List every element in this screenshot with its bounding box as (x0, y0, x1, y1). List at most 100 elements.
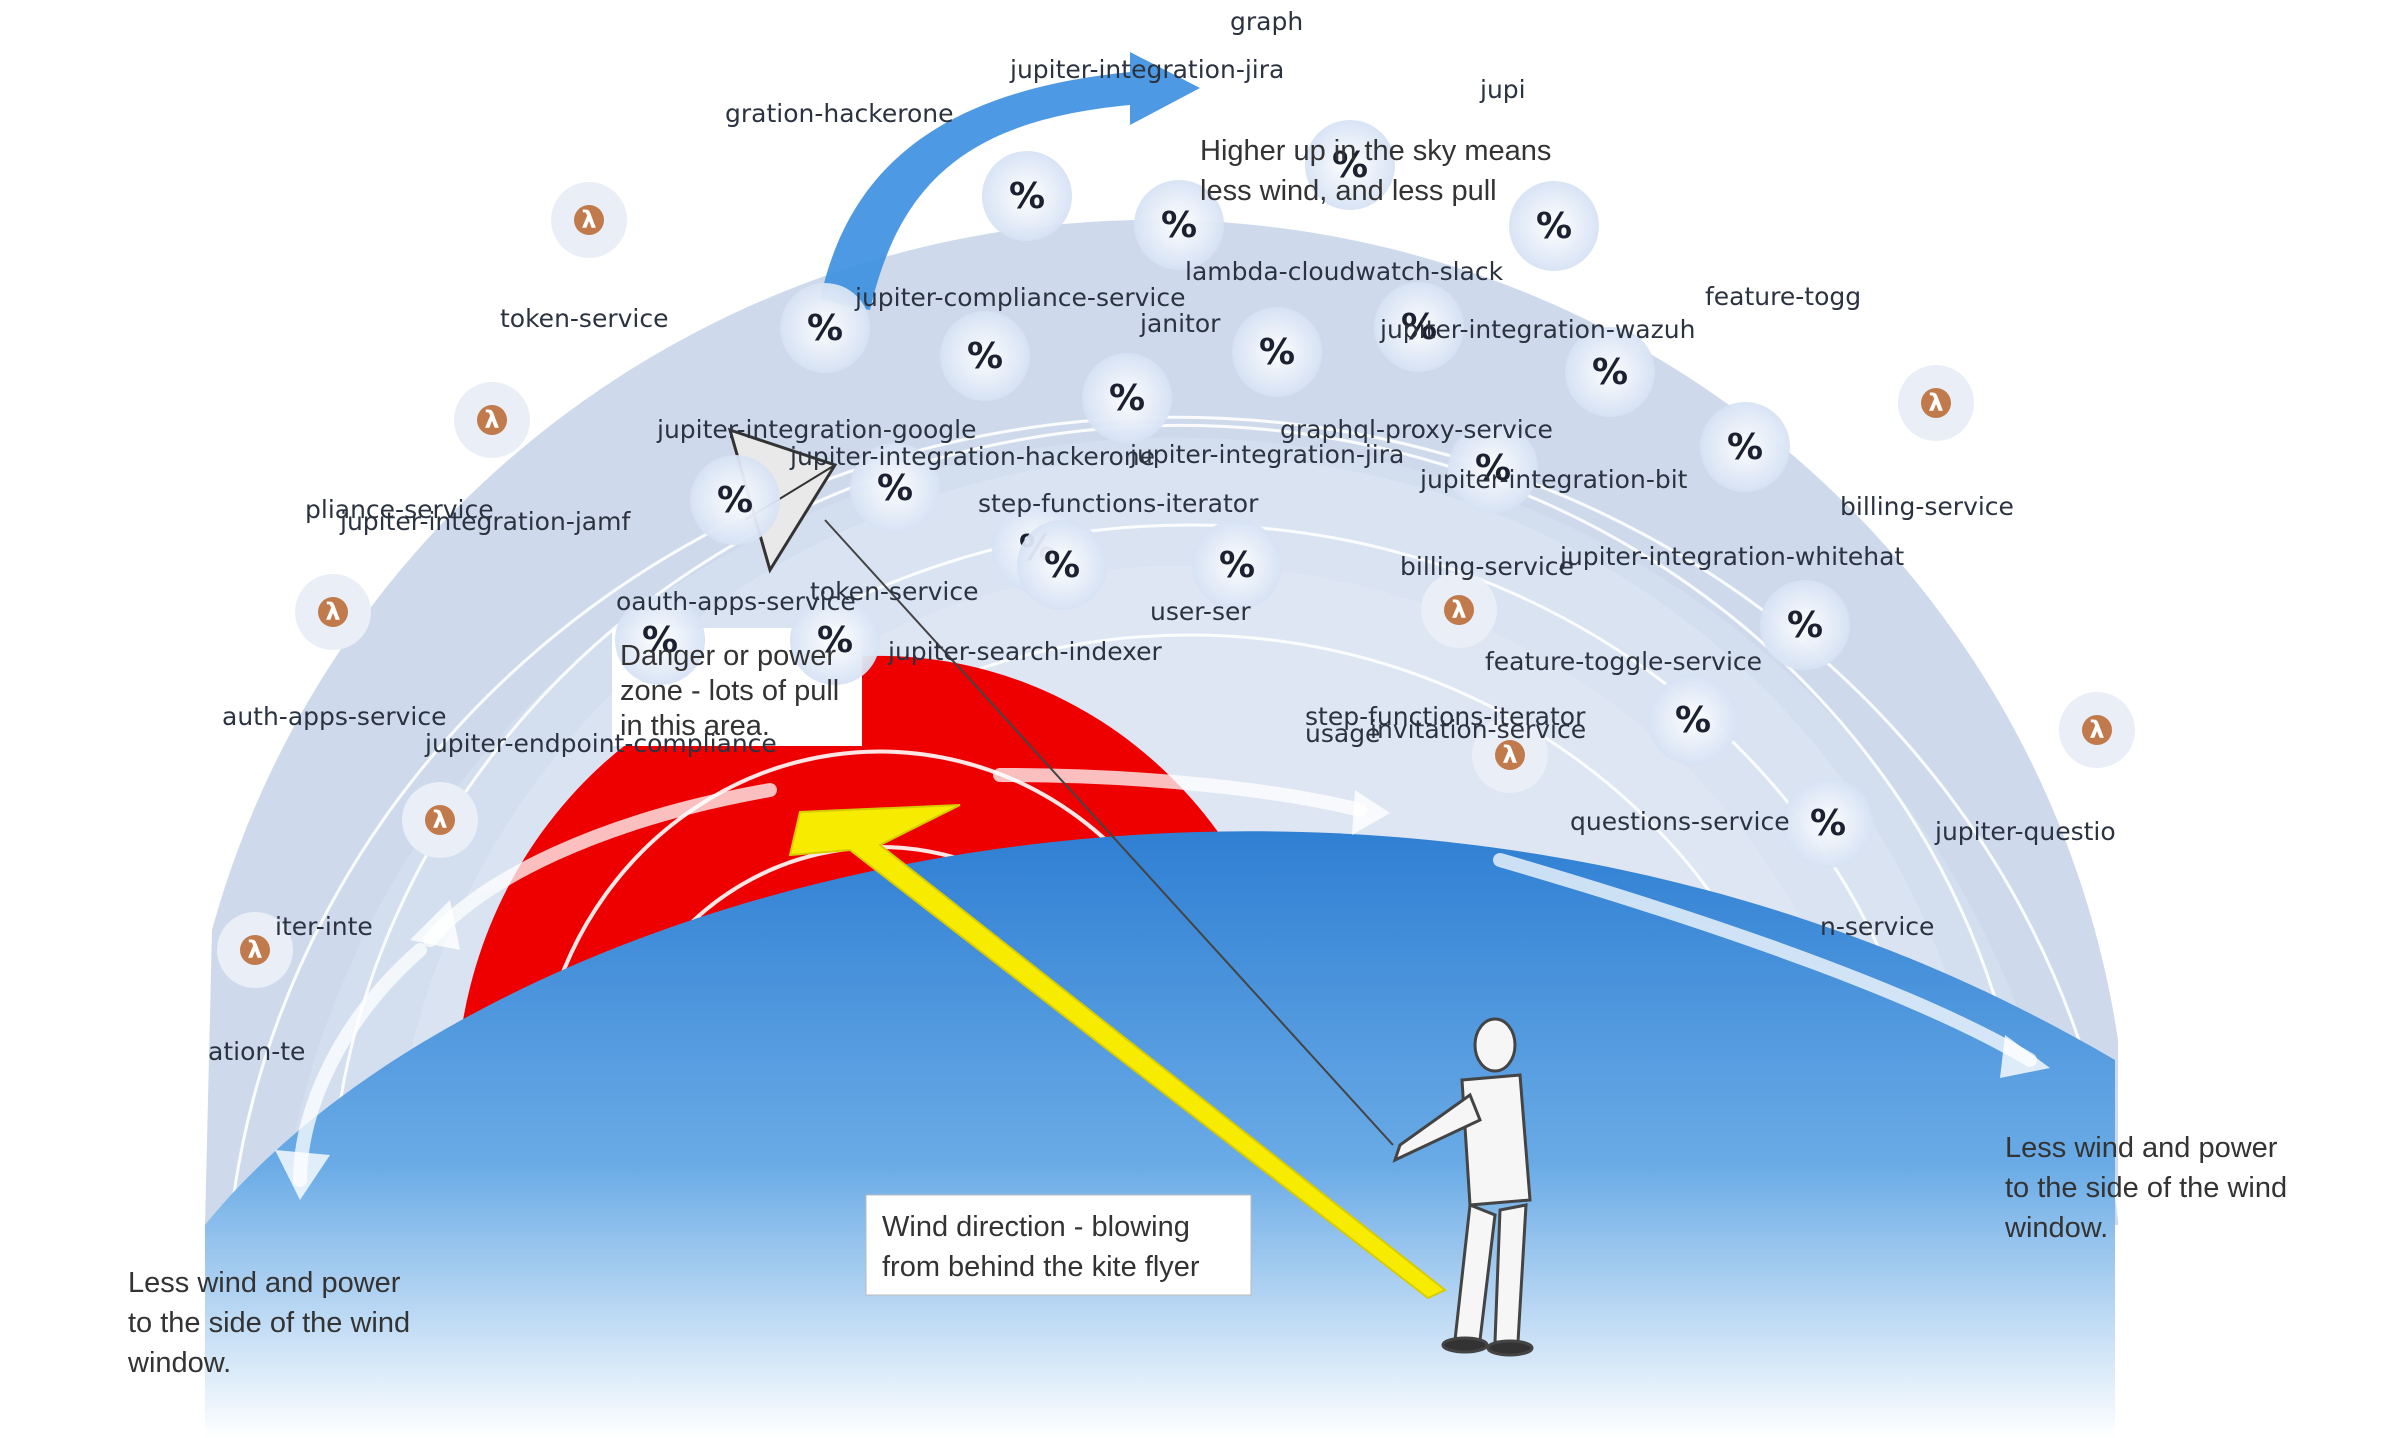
service-label: iter-inte (275, 912, 373, 941)
lambda-icon: λ (551, 182, 627, 258)
lambda-node-layer: λ λ λ λ λ λ λ λ λ (217, 182, 2135, 988)
percent-icon: % (1192, 520, 1282, 610)
wind-direction-note-line1: Wind direction - blowing (882, 1211, 1190, 1243)
service-label: usage (1305, 719, 1380, 748)
percent-icon: % (940, 311, 1030, 401)
percent-icon: % (850, 443, 940, 533)
wind-direction-callout-box (865, 1194, 1252, 1296)
service-label: jupiter-integration-bit (1419, 465, 1688, 494)
wind-direction-arrow (788, 804, 1447, 1300)
percent-icon: % (1648, 675, 1738, 765)
ground-horizon (205, 831, 2115, 1438)
svg-text:%: % (1536, 206, 1572, 247)
service-label: billing-service (1400, 552, 1574, 581)
svg-text:%: % (1044, 545, 1080, 586)
service-label: graph (1230, 7, 1303, 36)
service-label: jupi (1479, 75, 1526, 104)
svg-text:%: % (877, 468, 913, 509)
svg-text:%: % (1009, 176, 1045, 217)
right-side-note-line3: window. (2004, 1212, 2108, 1244)
higher-sky-note-line2: less wind, and less pull (1200, 175, 1497, 207)
service-label: pliance-service (305, 495, 494, 524)
percent-icon: % (1017, 520, 1107, 610)
service-label: n-service (1820, 912, 1934, 941)
right-side-note-line2: to the side of the wind (2005, 1172, 2287, 1204)
service-label: step-functions-iterator (1305, 702, 1586, 731)
higher-sky-note-line1: Higher up in the sky means (1200, 135, 1551, 167)
service-label: jupiter-compliance-service (854, 283, 1186, 312)
percent-icon: % (1305, 120, 1395, 210)
percent-node-layer: %%%%%%%%%%%%%%%%%%%%%% (615, 120, 1873, 868)
lambda-icon: λ (295, 574, 371, 650)
svg-text:λ: λ (2089, 716, 2104, 744)
svg-text:%: % (1787, 605, 1823, 646)
left-side-note-line3: window. (127, 1347, 231, 1379)
percent-icon: % (1448, 423, 1538, 513)
percent-icon: % (1783, 778, 1873, 868)
svg-text:%: % (817, 620, 853, 661)
percent-icon: % (615, 595, 705, 685)
svg-text:λ: λ (1451, 596, 1466, 624)
danger-zone-note-line1: Danger or power (620, 640, 836, 672)
service-label: billing-service (1840, 492, 2014, 521)
danger-zone-note-line2: zone - lots of pull (620, 675, 839, 707)
service-label: auth-apps-service (222, 702, 447, 731)
svg-text:λ: λ (432, 806, 447, 834)
svg-text:λ: λ (1502, 741, 1517, 769)
service-label: jupiter-integration-hackerone (789, 442, 1155, 471)
svg-text:%: % (1675, 700, 1711, 741)
svg-text:λ: λ (484, 406, 499, 434)
svg-text:%: % (1592, 352, 1628, 393)
service-label: jupiter-integration-whitehat (1559, 542, 1904, 571)
percent-icon: % (690, 455, 780, 545)
svg-text:%: % (1332, 145, 1368, 186)
horizon-arrowheads (275, 790, 2050, 1200)
service-label: janitor (1139, 309, 1221, 338)
lambda-icon: λ (1421, 572, 1497, 648)
service-label: feature-togg (1705, 282, 1861, 311)
danger-zone-note-line3: in this area. (620, 710, 770, 742)
service-label: token-service (500, 304, 668, 333)
percent-icon: % (1232, 307, 1322, 397)
service-label: questions-service (1570, 807, 1790, 836)
percent-icon: % (1700, 402, 1790, 492)
service-label: lambda-cloudwatch-slack (1185, 257, 1504, 286)
lambda-icon: λ (217, 912, 293, 988)
annotations: Higher up in the sky means less wind, an… (127, 135, 2287, 1379)
right-side-note-line1: Less wind and power (2005, 1132, 2278, 1164)
kite-line (824, 519, 1394, 1146)
svg-text:%: % (1161, 205, 1197, 246)
horizon-arrows (293, 768, 2037, 1187)
percent-icon: % (780, 283, 870, 373)
svg-text:%: % (1475, 448, 1511, 489)
svg-text:%: % (1401, 307, 1437, 348)
service-label: graphql-proxy-service (1280, 415, 1553, 444)
service-label: invitation-service (1370, 715, 1586, 744)
svg-text:%: % (1109, 378, 1145, 419)
percent-icon: % (982, 151, 1072, 241)
service-label: jupiter-integration-jira (1009, 55, 1284, 84)
service-label: token-service (810, 577, 978, 606)
lambda-icon: λ (454, 382, 530, 458)
lambda-icon: λ (1472, 717, 1548, 793)
percent-icon: % (1134, 180, 1224, 270)
service-label: jupiter-integration-jamf (339, 507, 631, 536)
service-label: jupiter-questio (1934, 817, 2116, 846)
lambda-icon: λ (1898, 365, 1974, 441)
lambda-icon: λ (402, 782, 478, 858)
left-side-note-line1: Less wind and power (128, 1267, 401, 1299)
left-side-note-line2: to the side of the wind (128, 1307, 410, 1339)
top-blue-arrow (820, 52, 1200, 310)
svg-text:%: % (717, 480, 753, 521)
svg-text:%: % (807, 308, 843, 349)
service-label: user-ser (1150, 597, 1251, 626)
wind-direction-note-line2: from behind the kite flyer (882, 1251, 1200, 1283)
percent-icon: % (790, 595, 880, 685)
service-label: oauth-apps-service (616, 587, 856, 616)
svg-text:λ: λ (581, 206, 596, 234)
svg-text:%: % (1727, 427, 1763, 468)
service-label: feature-toggle-service (1485, 647, 1762, 676)
service-label-layer: graphjupiter-integration-jirajupigration… (208, 7, 2116, 1066)
svg-text:%: % (1219, 545, 1255, 586)
kite-flyer-figure (1392, 1017, 1534, 1357)
